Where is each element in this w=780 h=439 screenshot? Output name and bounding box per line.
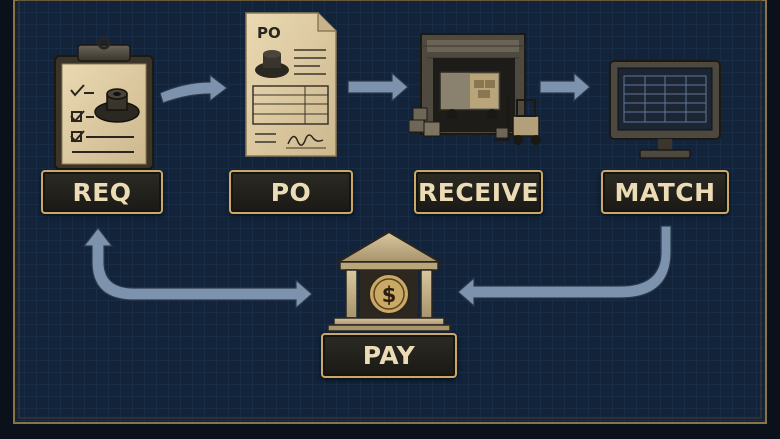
arrow-receive-to-match — [539, 71, 591, 103]
req-label: REQ — [41, 170, 163, 214]
pay-label-text: PAY — [362, 341, 416, 370]
receive-label: RECEIVE — [414, 170, 543, 214]
arrow-match-to-pay — [457, 225, 672, 308]
panel-border — [13, 0, 767, 424]
arrow-pay-to-req — [82, 227, 313, 310]
receive-label-text: RECEIVE — [418, 177, 539, 207]
pay-label: PAY — [321, 333, 457, 378]
bank-dollar-icon: $ — [327, 230, 451, 332]
computer-monitor-icon — [609, 60, 721, 159]
match-label-text: MATCH — [614, 177, 716, 207]
po-document-heading: PO — [257, 24, 281, 42]
arrow-po-to-receive — [347, 71, 409, 103]
warehouse-forklift-icon — [408, 33, 541, 145]
po-label: PO — [229, 170, 353, 214]
po-label-text: PO — [270, 177, 312, 207]
dollar-symbol: $ — [382, 283, 397, 307]
clipboard-checklist-icon — [54, 36, 154, 170]
arrow-req-to-po — [159, 73, 228, 104]
purchase-order-document-icon: PO — [245, 12, 337, 157]
req-label-text: REQ — [72, 177, 132, 207]
match-label: MATCH — [601, 170, 729, 214]
